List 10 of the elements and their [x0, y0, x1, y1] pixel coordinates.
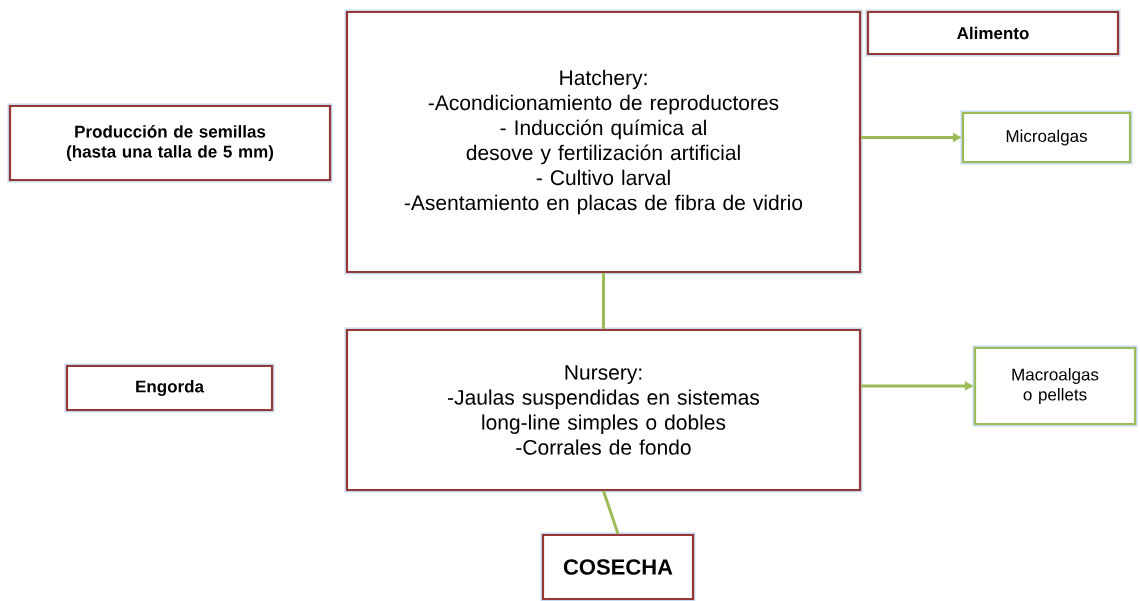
category-box: Alimento [865, 9, 1121, 57]
connector [602, 490, 620, 535]
process-box: Nursery: -Jaulas suspendidas en sistemas long-line simples o dobles -Corrales de fondo [344, 327, 863, 493]
connector [602, 273, 605, 329]
food-box: Microalgas [960, 110, 1133, 165]
process-box: Hatchery: -Acondicionamiento de reproductores - Inducción química al desove y fertilización artificial - Cultivo larval -Asentamiento en placas de fibra de vidrio [344, 9, 863, 275]
terminal-box: COSECHA [540, 532, 696, 601]
food-box: Macroalgas o pellets [972, 345, 1138, 427]
category-box: Engorda [64, 363, 275, 413]
category-box: Producción de semillas (hasta una talla de 5 mm) [7, 103, 333, 183]
